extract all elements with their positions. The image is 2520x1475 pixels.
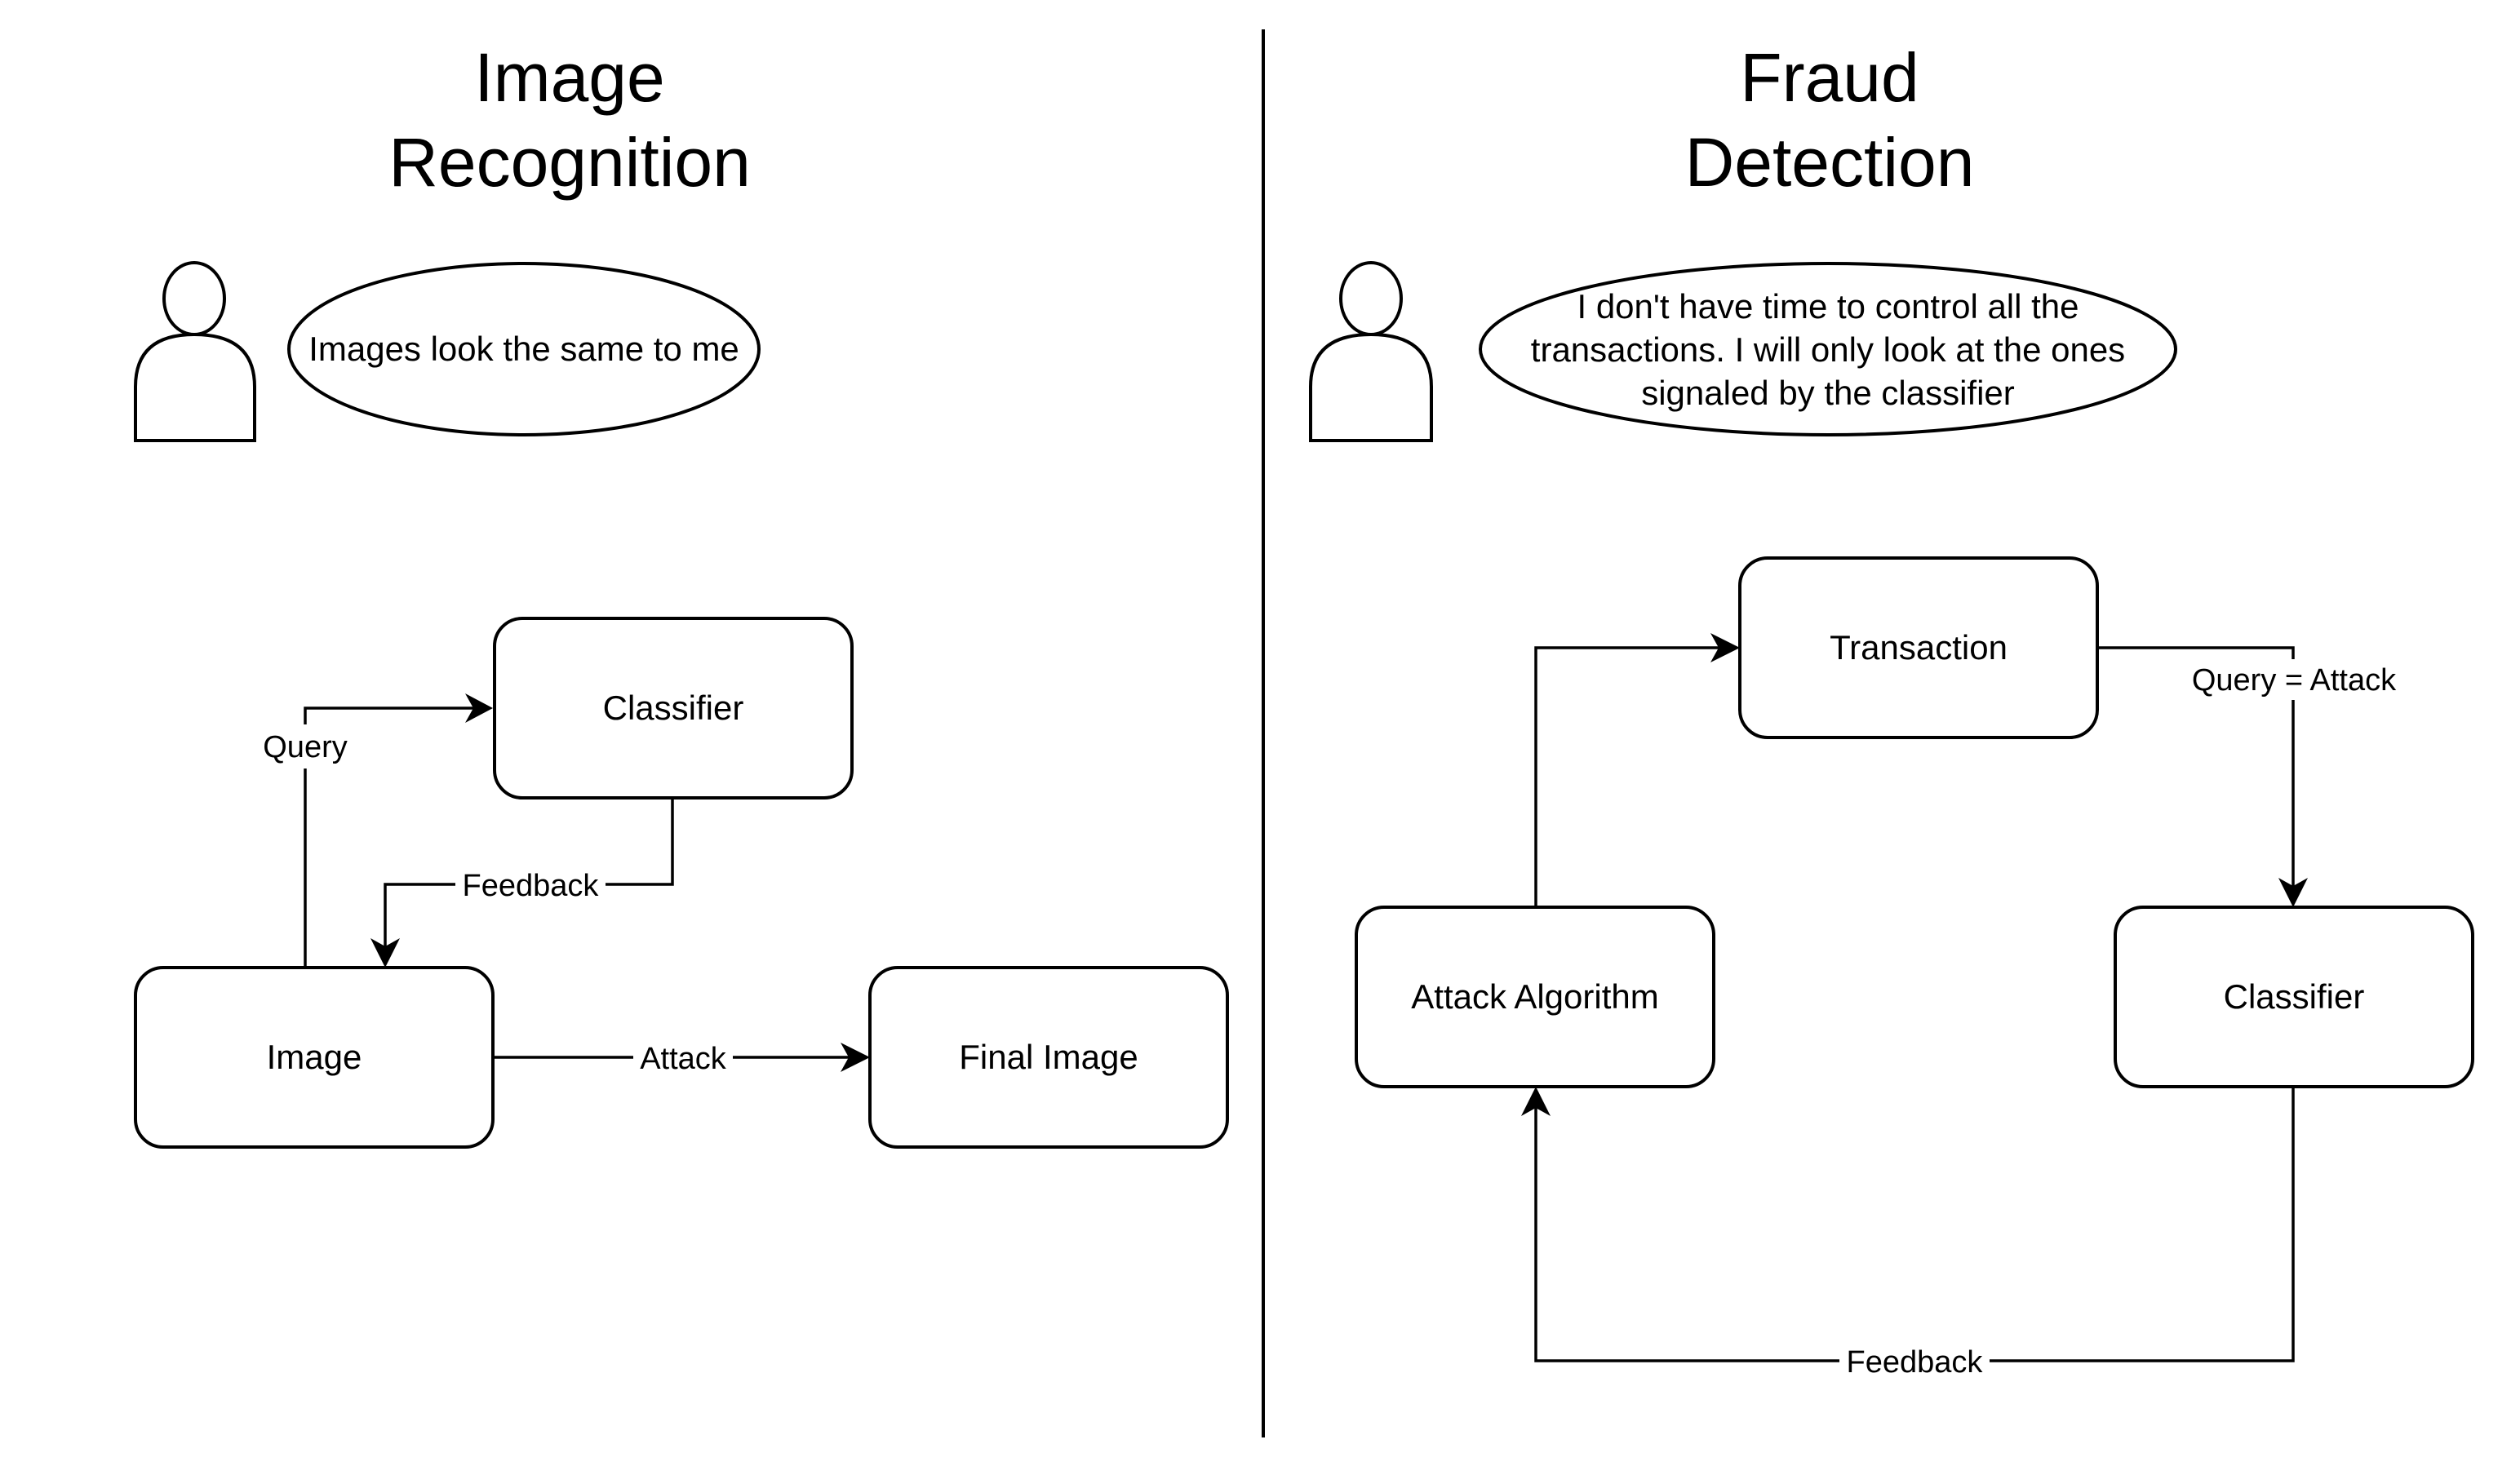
speech-bubble: Images look the same to me <box>287 262 761 436</box>
attack-arrowhead <box>841 1043 870 1072</box>
left-title-line2: Recognition <box>388 124 751 201</box>
image-node-label: Image <box>267 1038 362 1076</box>
query-arrowhead <box>465 693 493 723</box>
query-edge <box>304 706 477 968</box>
feedback-edge <box>1534 1087 2295 1362</box>
person-icon <box>1309 261 1433 442</box>
attack-algorithm-node-label: Attack Algorithm <box>1411 977 1658 1016</box>
classifier-node-label: Classifier <box>2224 977 2365 1016</box>
speech-text: Images look the same to me <box>308 330 739 368</box>
right-title-line1: Fraud <box>1740 39 1919 116</box>
feedback-label: Feedback <box>1847 1345 1984 1380</box>
transaction-node-label: Transaction <box>1830 628 2008 667</box>
transaction-arrowhead <box>1710 633 1740 662</box>
image-node: Image <box>134 966 495 1149</box>
classifier-node: Classifier <box>2114 906 2474 1088</box>
attack-label: Attack <box>640 1042 727 1076</box>
left-title-line1: Image <box>474 39 664 116</box>
query-attack-arrowhead <box>2278 878 2308 907</box>
speech-text-line2: transactions. I will only look at the on… <box>1531 330 2125 369</box>
image-recognition-section: Image Recognition Images look the same t… <box>134 39 1229 1149</box>
classifier-node-label: Classifier <box>603 689 744 727</box>
attack-algorithm-node: Attack Algorithm <box>1355 906 1715 1088</box>
classifier-node: Classifier <box>493 617 854 800</box>
speech-bubble: I don't have time to control all the tra… <box>1479 262 2177 436</box>
final-image-node: Final Image <box>868 966 1229 1149</box>
final-image-node-label: Final Image <box>959 1038 1138 1076</box>
query-label: Query <box>263 730 347 764</box>
speech-text-line1: I don't have time to control all the <box>1577 287 2079 326</box>
attack-to-transaction-edge <box>1534 646 1724 907</box>
transaction-node: Transaction <box>1738 556 2099 739</box>
query-attack-label: Query = Attack <box>2192 663 2397 698</box>
right-title-line2: Detection <box>1685 124 1975 201</box>
fraud-detection-section: Fraud Detection I don't have time to con… <box>1309 39 2474 1382</box>
feedback-label: Feedback <box>463 869 600 903</box>
person-icon <box>134 261 256 442</box>
query-attack-edge <box>2097 646 2295 891</box>
feedback-arrowhead <box>1521 1087 1551 1116</box>
feedback-arrowhead <box>370 938 400 968</box>
speech-text-line3: signaled by the classifier <box>1641 374 2015 412</box>
